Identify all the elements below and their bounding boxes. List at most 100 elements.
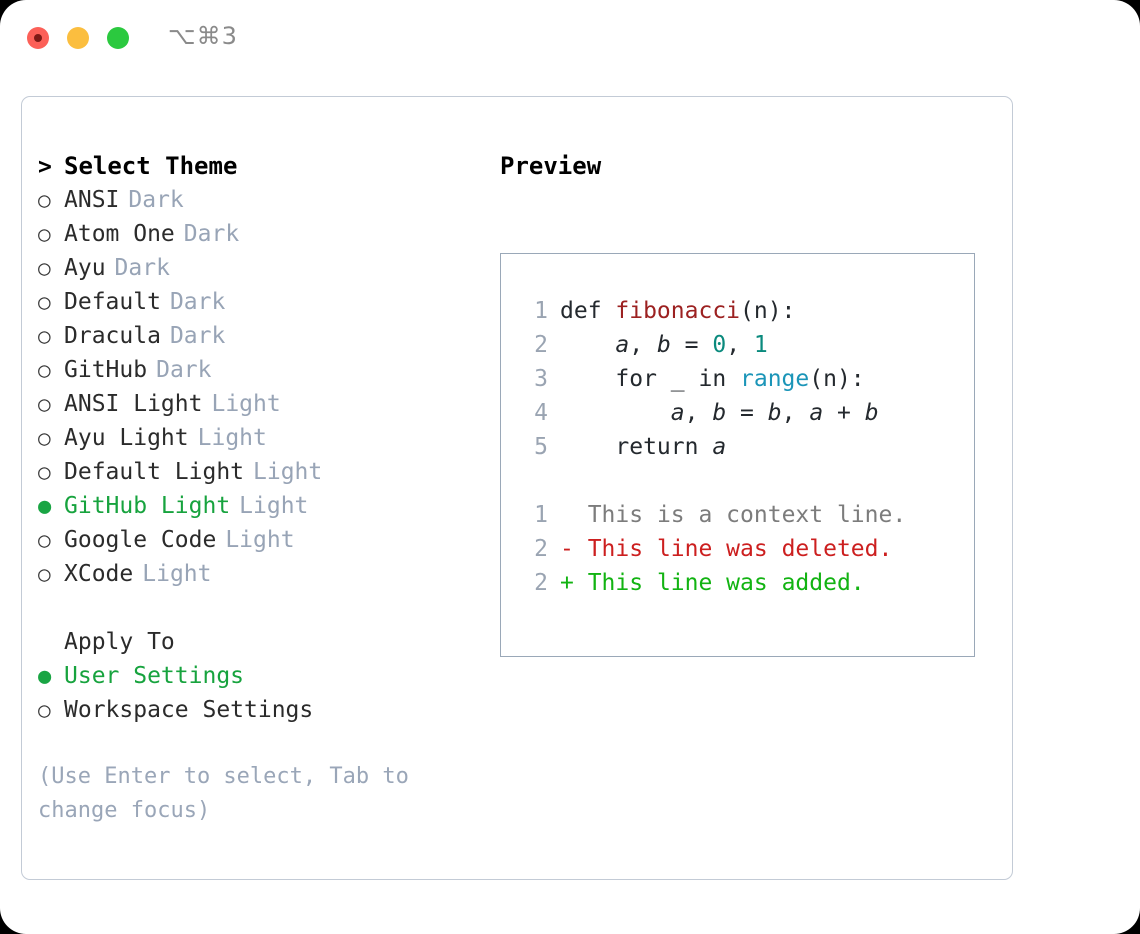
theme-list-item[interactable]: ○ Default Light Light bbox=[38, 455, 478, 489]
theme-name: Atom One bbox=[64, 221, 175, 247]
apply-to-option[interactable]: ● User Settings bbox=[38, 659, 478, 693]
minimize-window-button[interactable] bbox=[67, 27, 89, 49]
code-token: = bbox=[670, 332, 713, 358]
code-token: + bbox=[823, 400, 865, 426]
apply-to-label: Apply To bbox=[64, 629, 175, 655]
code-token: b bbox=[864, 400, 879, 426]
radio-unselected-icon: ○ bbox=[38, 222, 51, 246]
theme-list-item[interactable]: ○ Atom One Dark bbox=[38, 217, 478, 251]
code-token: a bbox=[670, 400, 685, 426]
code-token: def bbox=[560, 298, 616, 324]
close-window-button[interactable] bbox=[27, 27, 49, 49]
diff-line: 2+ This line was added. bbox=[522, 566, 906, 600]
theme-name: GitHub bbox=[64, 357, 148, 383]
code-token: a bbox=[809, 400, 824, 426]
prompt-caret-icon: > bbox=[38, 154, 52, 180]
radio-unselected-icon: ○ bbox=[38, 562, 51, 586]
theme-variant-tag: Light bbox=[239, 493, 309, 519]
line-number: 1 bbox=[534, 502, 548, 528]
diff-marker: - bbox=[560, 536, 588, 562]
code-token: , bbox=[726, 332, 754, 358]
code-token: 1 bbox=[753, 332, 768, 358]
diff-line: 2- This line was deleted. bbox=[522, 532, 906, 566]
code-token: b bbox=[656, 332, 671, 358]
code-diff-separator bbox=[522, 464, 906, 498]
theme-name: Default Light bbox=[64, 459, 245, 485]
code-token: fibonacci bbox=[615, 298, 741, 324]
theme-variant-tag: Dark bbox=[156, 357, 212, 383]
theme-variant-tag: Dark bbox=[128, 187, 184, 213]
code-token bbox=[560, 400, 671, 426]
theme-variant-tag: Light bbox=[197, 425, 267, 451]
select-theme-header: > Select Theme bbox=[38, 149, 478, 183]
radio-unselected-icon: ○ bbox=[38, 392, 51, 416]
apply-to-options[interactable]: ● User Settings ○ Workspace Settings bbox=[38, 659, 478, 727]
code-token: , bbox=[629, 332, 657, 358]
code-token: return bbox=[560, 434, 713, 460]
code-token: for _ in bbox=[560, 366, 741, 392]
apply-to-option-label: Workspace Settings bbox=[64, 697, 314, 723]
theme-variant-tag: Dark bbox=[114, 255, 170, 281]
line-number: 3 bbox=[534, 366, 548, 392]
line-number: 2 bbox=[534, 332, 548, 358]
radio-unselected-icon: ○ bbox=[38, 698, 51, 722]
code-token: , bbox=[684, 400, 713, 426]
code-token: range bbox=[740, 366, 810, 392]
select-theme-label: Select Theme bbox=[64, 152, 238, 180]
diff-marker: + bbox=[560, 570, 588, 596]
maximize-window-button[interactable] bbox=[107, 27, 129, 49]
radio-unselected-icon: ○ bbox=[38, 460, 51, 484]
diff-text: This is a context line. bbox=[587, 502, 907, 528]
list-spacer bbox=[38, 591, 478, 625]
radio-unselected-icon: ○ bbox=[38, 426, 51, 450]
code-token: (n): bbox=[740, 298, 796, 324]
theme-list-item[interactable]: ● GitHub Light Light bbox=[38, 489, 478, 523]
apply-to-option[interactable]: ○ Workspace Settings bbox=[38, 693, 478, 727]
code-token: (n): bbox=[809, 366, 865, 392]
theme-name: Default bbox=[64, 289, 161, 315]
radio-unselected-icon: ○ bbox=[38, 358, 51, 382]
diff-text: This line was added. bbox=[587, 570, 865, 596]
code-token: b bbox=[712, 400, 727, 426]
radio-selected-icon: ● bbox=[38, 664, 52, 689]
theme-name: GitHub Light bbox=[64, 493, 231, 519]
line-number: 4 bbox=[534, 400, 548, 426]
radio-unselected-icon: ○ bbox=[38, 324, 51, 348]
theme-variant-tag: Light bbox=[225, 527, 295, 553]
code-token: b bbox=[767, 400, 782, 426]
radio-selected-icon: ● bbox=[38, 494, 52, 519]
theme-name: Ayu bbox=[64, 255, 106, 281]
theme-variant-tag: Light bbox=[253, 459, 323, 485]
theme-variant-tag: Dark bbox=[183, 221, 240, 247]
keyboard-shortcut-label: ⌥⌘3 bbox=[168, 22, 238, 50]
theme-name: ANSI Light bbox=[64, 391, 203, 417]
theme-variant-tag: Dark bbox=[169, 289, 226, 315]
title-bar: ⌥⌘3 bbox=[0, 0, 1140, 78]
theme-name: ANSI bbox=[64, 187, 120, 213]
line-number: 2 bbox=[534, 536, 548, 562]
code-token: a bbox=[712, 434, 727, 460]
diff-marker bbox=[560, 502, 588, 528]
keyboard-hint-text: (Use Enter to select, Tab to change focu… bbox=[38, 764, 409, 823]
code-line: 4 a, b = b, a + b bbox=[522, 396, 906, 430]
code-line: 5 return a bbox=[522, 430, 906, 464]
theme-list-item[interactable]: ○ ANSI Dark bbox=[38, 183, 478, 217]
radio-unselected-icon: ○ bbox=[38, 188, 51, 212]
apply-to-option-label: User Settings bbox=[64, 663, 245, 689]
theme-variant-tag: Light bbox=[142, 561, 212, 587]
preview-title: Preview bbox=[500, 152, 602, 180]
theme-list-item[interactable]: ○ GitHub Dark bbox=[38, 353, 478, 387]
